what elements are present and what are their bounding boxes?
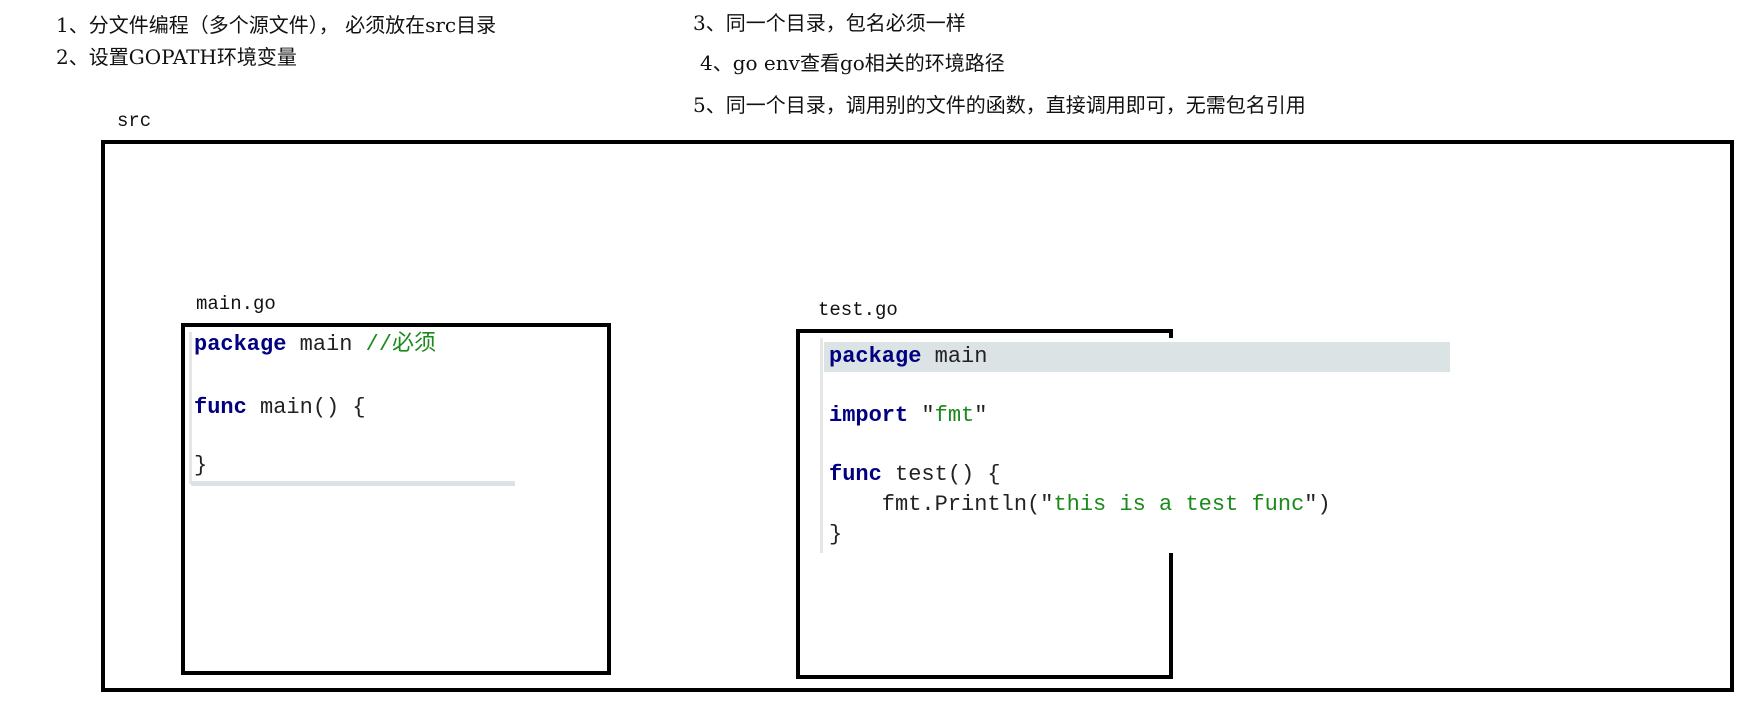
main-go-box [181,323,611,675]
note-1: 1、分文件编程（多个源文件）， 必须放在src目录 [56,13,497,37]
code-text: fmt.Println(" [829,492,1054,517]
code-text: } [194,453,208,478]
code-keyword: package [194,332,287,357]
main-go-label: main.go [196,293,276,315]
code-line: fmt.Println("this is a test func") [829,490,1331,520]
note-3: 3、同一个目录，包名必须一样 [693,11,966,35]
code-text: } [829,522,843,547]
src-label: src [117,110,152,132]
code-line: } [194,451,207,481]
code-keyword: func [194,395,247,420]
code-string: this is a test func [1053,492,1305,517]
code-text: " [974,403,988,428]
test-go-code: package main import "fmt" func test() { … [829,0,1331,547]
code-text: ") [1304,492,1331,517]
test-go-label: test.go [818,299,898,321]
code-line: package main //必须 [194,330,436,360]
test-code-panel [820,338,1450,553]
code-comment: //必须 [365,332,437,357]
code-string: fmt [934,403,975,428]
code-text: main() { [246,395,366,420]
current-line-highlight [824,342,1450,372]
code-line: } [829,520,842,550]
code-text: main [286,332,366,357]
code-line: func main() { [194,393,366,423]
code-line: func test() { [829,460,1001,490]
code-keyword: func [829,462,882,487]
main-code-scrollbar [191,481,515,486]
code-text: main [921,344,988,369]
code-text: test() { [881,462,1001,487]
note-5: 5、同一个目录，调用别的文件的函数，直接调用即可，无需包名引用 [693,93,1306,117]
main-go-code: package main //必须 func main() { } [194,0,436,478]
test-code-gutter [820,338,823,553]
code-text: " [908,403,935,428]
code-keyword: package [829,344,922,369]
code-line: package main [829,342,987,372]
code-keyword: import [829,403,909,428]
note-4: 4、go env查看go相关的环境路径 [700,51,1005,75]
code-line: import "fmt" [829,401,987,431]
note-2: 2、设置GOPATH环境变量 [56,45,297,69]
main-code-gutter [189,332,192,484]
